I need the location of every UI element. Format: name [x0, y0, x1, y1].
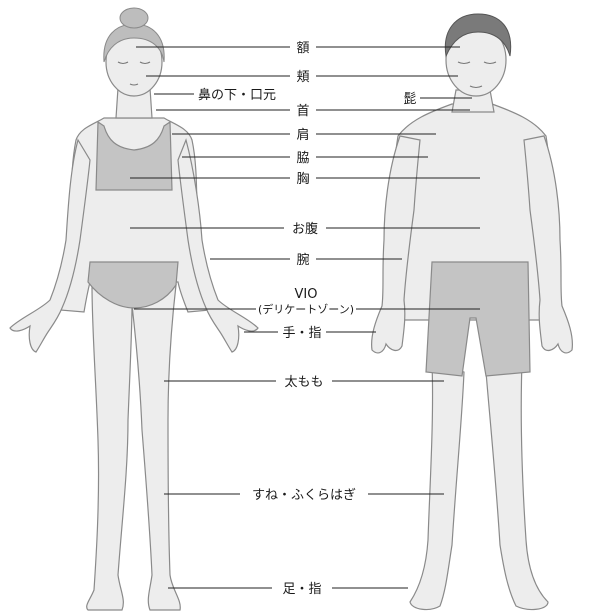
- woman-right-leg: [132, 285, 180, 610]
- label-shin-calf: すね・ふくらはぎ: [252, 488, 356, 503]
- label-cheek: 頬: [296, 70, 309, 85]
- woman-left-arm: [10, 140, 90, 352]
- label-beard: 髭: [403, 92, 416, 107]
- label-forehead: 額: [296, 41, 309, 56]
- label-shoulder: 肩: [296, 127, 309, 143]
- label-vio: VIO: [295, 287, 318, 302]
- label-vio-sub: (デリケートゾーン): [258, 302, 354, 316]
- label-chest: 胸: [296, 172, 309, 187]
- label-hand-finger: 手・指: [282, 326, 321, 341]
- label-neck: 首: [296, 104, 309, 119]
- label-arm: 腕: [296, 252, 309, 268]
- woman-right-arm: [178, 140, 258, 352]
- woman-hair-bun: [120, 8, 148, 28]
- label-belly: お腹: [292, 221, 318, 237]
- label-armpit: 脇: [296, 151, 309, 166]
- label-thigh: 太もも: [284, 375, 323, 390]
- label-under-nose-mouth: 鼻の下・口元: [198, 87, 276, 103]
- woman-left-leg: [87, 285, 132, 610]
- man-shorts: [426, 262, 530, 376]
- man-left-leg: [410, 362, 464, 609]
- man-right-leg: [486, 362, 548, 609]
- man-figure: [372, 14, 573, 609]
- label-foot-toe: 足・指: [282, 582, 321, 597]
